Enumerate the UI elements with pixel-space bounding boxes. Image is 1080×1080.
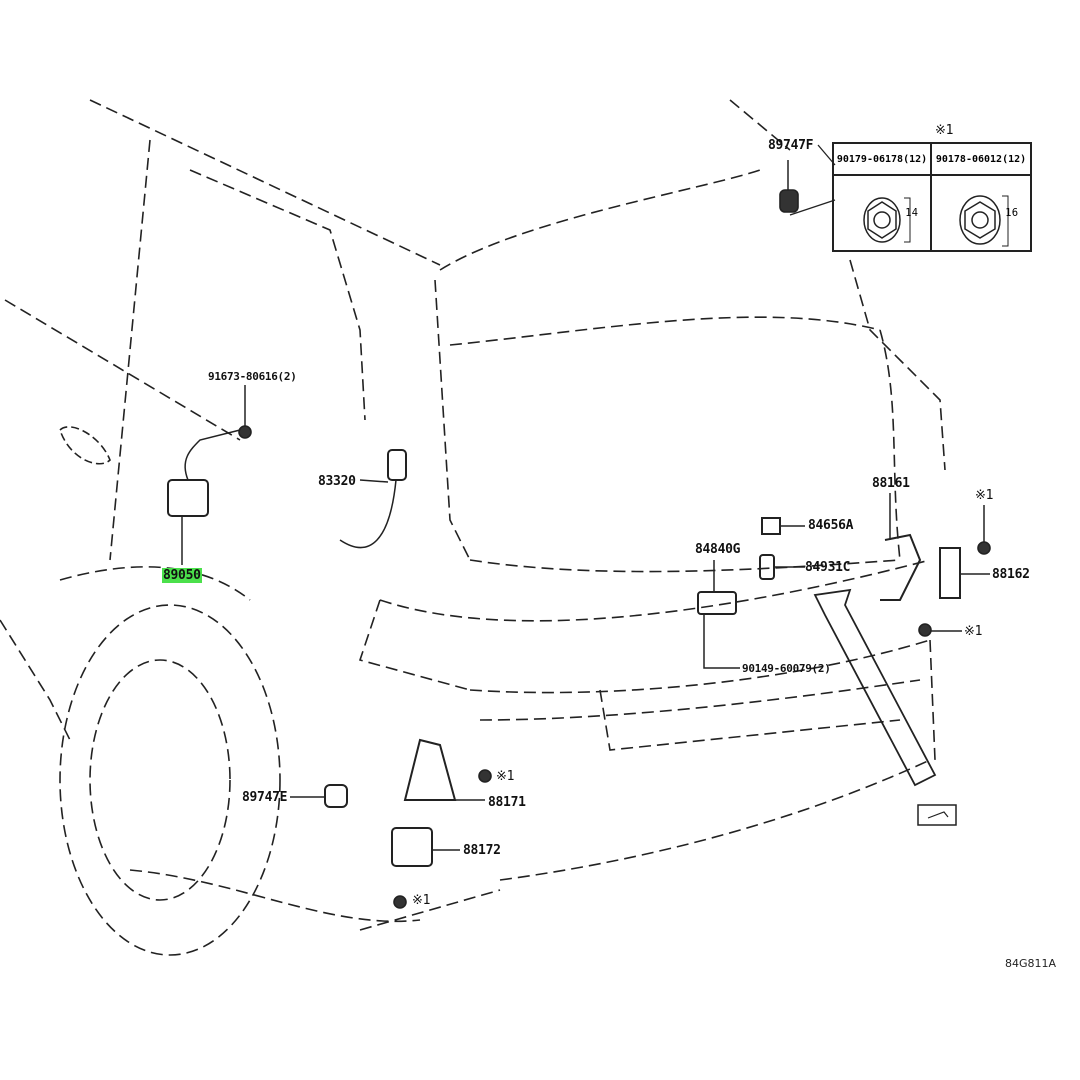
callout-89050-highlighted[interactable]: 89050 <box>162 568 202 583</box>
part-84656A <box>761 517 781 535</box>
part-88162 <box>939 547 961 599</box>
marker-1: ※1 <box>975 488 994 503</box>
diagram-code: 84G811A <box>1004 957 1056 970</box>
marker-1: ※1 <box>964 624 983 639</box>
hex-nut-icon <box>959 195 1009 247</box>
nut-size: 16 <box>1005 206 1018 219</box>
callout-88172[interactable]: 88172 <box>463 843 501 858</box>
door-handle <box>59 426 111 465</box>
callout-88161[interactable]: 88161 <box>872 476 910 491</box>
view-arrow <box>813 588 937 787</box>
part-89747F <box>779 189 799 213</box>
marker-1: ※1 <box>496 769 515 784</box>
part-88171 <box>403 738 457 801</box>
part-89050 <box>167 479 209 517</box>
view-icon-box <box>917 804 957 826</box>
callout-90149-60079[interactable]: 90149-60079(2) <box>742 662 831 675</box>
part-83320 <box>387 449 407 481</box>
callout-88171[interactable]: 88171 <box>488 795 526 810</box>
part-88161 <box>880 533 922 601</box>
rear-wheel-outer <box>59 604 281 956</box>
part-89747E <box>324 784 348 808</box>
part-84840G <box>697 591 737 615</box>
callout-84656A[interactable]: 84656A <box>808 518 854 533</box>
callout-83320[interactable]: 83320 <box>318 474 356 489</box>
callout-84931C[interactable]: 84931C <box>805 560 851 575</box>
rear-wheel-inner <box>89 659 231 901</box>
part-84931C <box>759 554 775 580</box>
callout-91673-80616[interactable]: 91673-80616(2) <box>208 370 297 383</box>
nut-size: 14 <box>905 206 918 219</box>
table-header-col2: 90178-06012(12) <box>932 144 1030 176</box>
part-88172 <box>391 827 433 867</box>
callout-89747F[interactable]: 89747F <box>768 138 814 153</box>
table-marker: ※1 <box>935 123 954 138</box>
callout-88162[interactable]: 88162 <box>992 567 1030 582</box>
table-cell-nut-16: 16 <box>932 176 1030 250</box>
callout-84840G[interactable]: 84840G <box>695 542 741 557</box>
nut-reference-table: 90179-06178(12) 90178-06012(12) 14 16 <box>832 142 1032 252</box>
flange-nut-icon <box>863 197 911 243</box>
callout-89747E[interactable]: 89747E <box>242 790 288 805</box>
table-header-col1: 90179-06178(12) <box>834 144 932 176</box>
table-cell-nut-14: 14 <box>834 176 932 250</box>
marker-1: ※1 <box>412 893 431 908</box>
